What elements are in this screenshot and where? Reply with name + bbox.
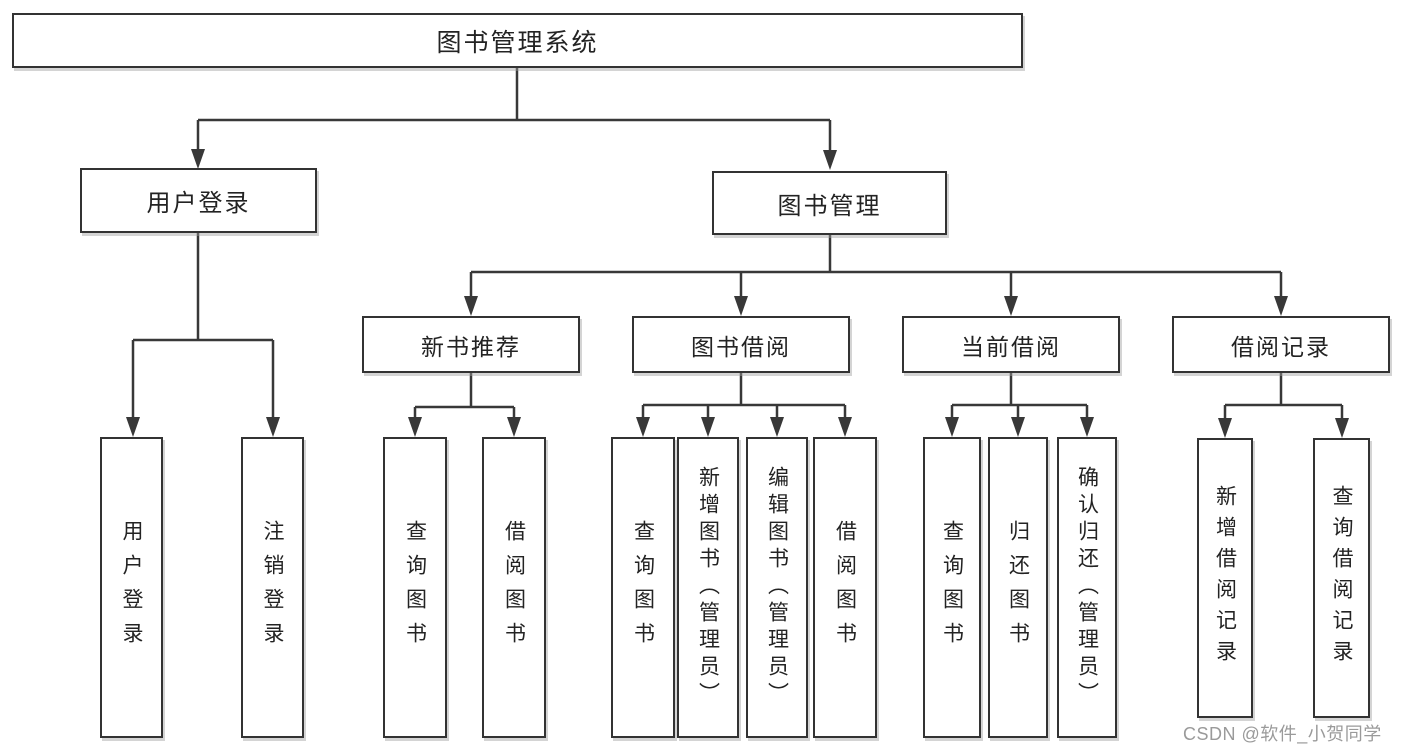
leaf-record-query-label: 查询借阅记录 — [1330, 485, 1353, 671]
leaf-current-confirm: 确认归还（管理员） — [1057, 437, 1117, 738]
connector-root-to-level1 — [191, 68, 837, 170]
node-book-management: 图书管理 — [712, 171, 947, 235]
leaf-bookborrow-edit: 编辑图书（管理员） — [746, 437, 808, 738]
csdn-watermark: CSDN @软件_小贺同学 — [1183, 724, 1382, 744]
leaf-current-query: 查询图书 — [923, 437, 981, 738]
leaf-record-add: 新增借阅记录 — [1197, 438, 1253, 718]
node-root-system: 图书管理系统 — [12, 13, 1023, 68]
leaf-logout-login-label: 注销登录 — [261, 519, 284, 656]
leaf-bookborrow-query: 查询图书 — [611, 437, 675, 738]
leaf-newbook-borrow-label: 借阅图书 — [502, 519, 526, 656]
leaf-record-add-label: 新增借阅记录 — [1213, 485, 1237, 671]
connector-book-borrow-children — [636, 373, 852, 437]
node-borrow-record: 借阅记录 — [1172, 316, 1390, 373]
connector-new-book-children — [408, 373, 521, 437]
leaf-current-return-label: 归还图书 — [1006, 519, 1030, 656]
node-book-borrow: 图书借阅 — [632, 316, 850, 373]
node-current-borrow: 当前借阅 — [902, 316, 1120, 373]
leaf-current-query-label: 查询图书 — [940, 519, 964, 656]
connector-book-management-children — [464, 235, 1288, 316]
connector-borrow-record-children — [1218, 373, 1349, 438]
leaf-user-login-label: 用户登录 — [120, 519, 143, 656]
leaf-bookborrow-add-label: 新增图书（管理员） — [696, 466, 720, 709]
connector-user-login-children — [126, 233, 280, 437]
connector-current-borrow-children — [945, 373, 1094, 437]
leaf-bookborrow-borrow: 借阅图书 — [813, 437, 877, 738]
node-new-book-recommend: 新书推荐 — [362, 316, 580, 373]
leaf-bookborrow-borrow-label: 借阅图书 — [833, 519, 857, 656]
leaf-record-query: 查询借阅记录 — [1313, 438, 1370, 718]
leaf-newbook-query: 查询图书 — [383, 437, 447, 738]
leaf-current-confirm-label: 确认归还（管理员） — [1075, 466, 1099, 709]
leaf-newbook-borrow: 借阅图书 — [482, 437, 546, 738]
leaf-logout-login: 注销登录 — [241, 437, 304, 738]
leaf-newbook-query-label: 查询图书 — [403, 519, 427, 656]
node-user-login: 用户登录 — [80, 168, 317, 233]
leaf-bookborrow-edit-label: 编辑图书（管理员） — [765, 466, 789, 709]
leaf-bookborrow-query-label: 查询图书 — [631, 519, 655, 656]
leaf-bookborrow-add: 新增图书（管理员） — [677, 437, 739, 738]
leaf-user-login: 用户登录 — [100, 437, 163, 738]
leaf-current-return: 归还图书 — [988, 437, 1048, 738]
